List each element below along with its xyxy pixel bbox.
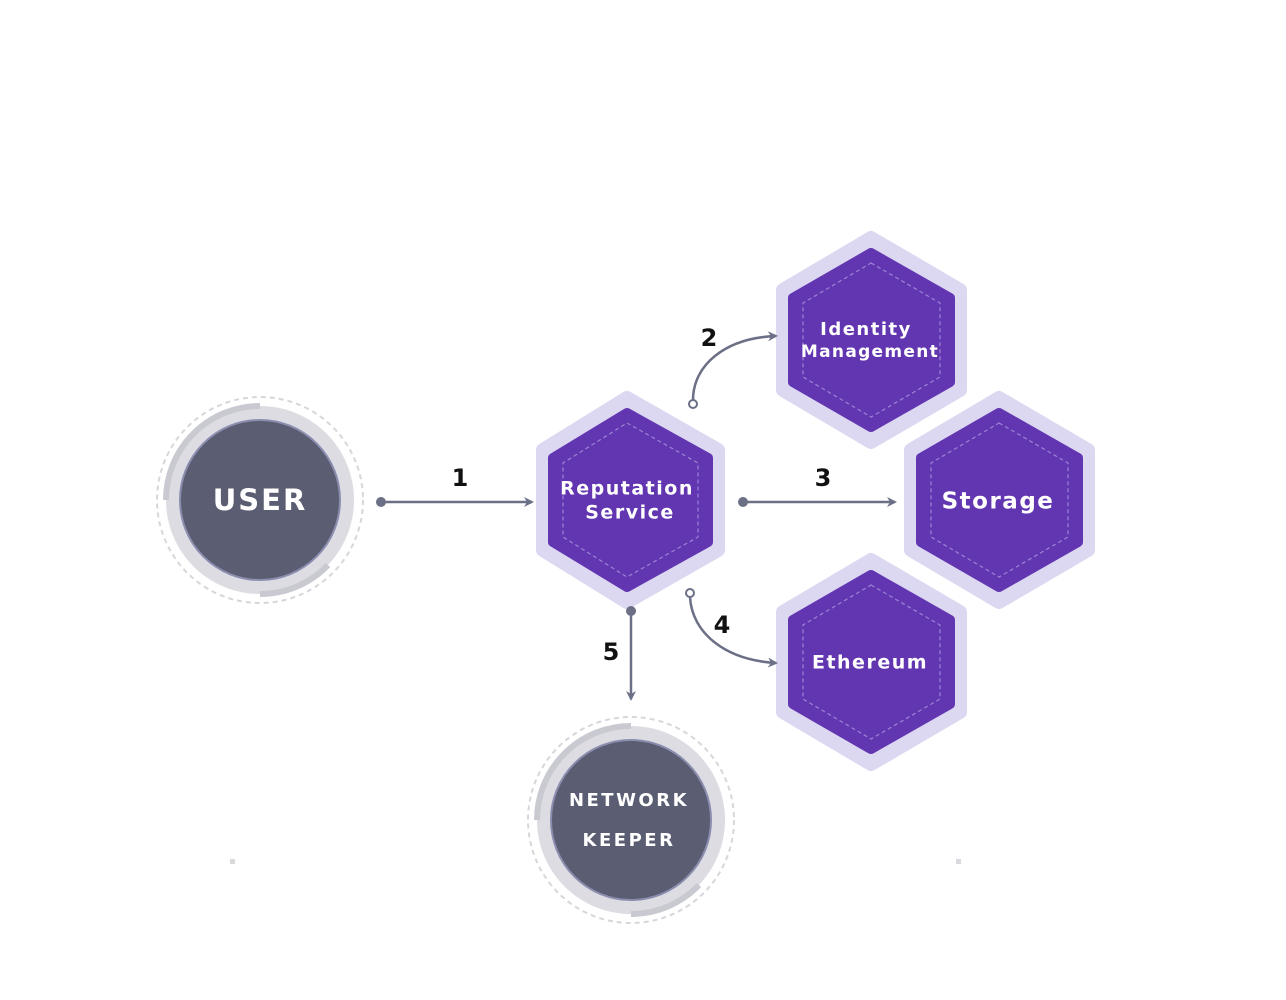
- reputation-service-label-line2: Service: [585, 502, 675, 524]
- ethereum-node: Ethereum: [776, 553, 967, 771]
- step-5-number: 5: [603, 638, 620, 666]
- step-3-number: 3: [815, 464, 832, 492]
- arrow-step-5: [626, 606, 636, 701]
- arrow-step-1: [376, 497, 534, 507]
- step-1-number: 1: [452, 464, 469, 492]
- storage-node: Storage: [904, 391, 1095, 609]
- storage-label: Storage: [942, 489, 1055, 515]
- network-keeper-label-line1: NETWORK: [569, 790, 689, 811]
- user-label: USER: [213, 483, 308, 517]
- arrow-step-3: [738, 497, 897, 507]
- network-keeper-label-line2: KEEPER: [583, 830, 676, 851]
- decorative-dot-right: [956, 859, 961, 864]
- user-node: USER: [156, 396, 364, 604]
- ethereum-label: Ethereum: [812, 652, 928, 674]
- identity-management-node: Identity Management: [776, 231, 967, 449]
- reputation-service-label-line1: Reputation: [560, 478, 694, 500]
- identity-management-label-line1: Identity: [820, 319, 912, 340]
- arrow-step-4: [685, 588, 778, 668]
- reputation-service-node: Reputation Service: [536, 391, 725, 609]
- step-4-number: 4: [714, 611, 731, 639]
- step-2-number: 2: [701, 324, 718, 352]
- identity-management-label-line2: Management: [801, 342, 939, 362]
- network-keeper-node: NETWORK KEEPER: [527, 716, 735, 924]
- arrow-step-2: [688, 331, 778, 409]
- decorative-dot-left: [230, 859, 235, 864]
